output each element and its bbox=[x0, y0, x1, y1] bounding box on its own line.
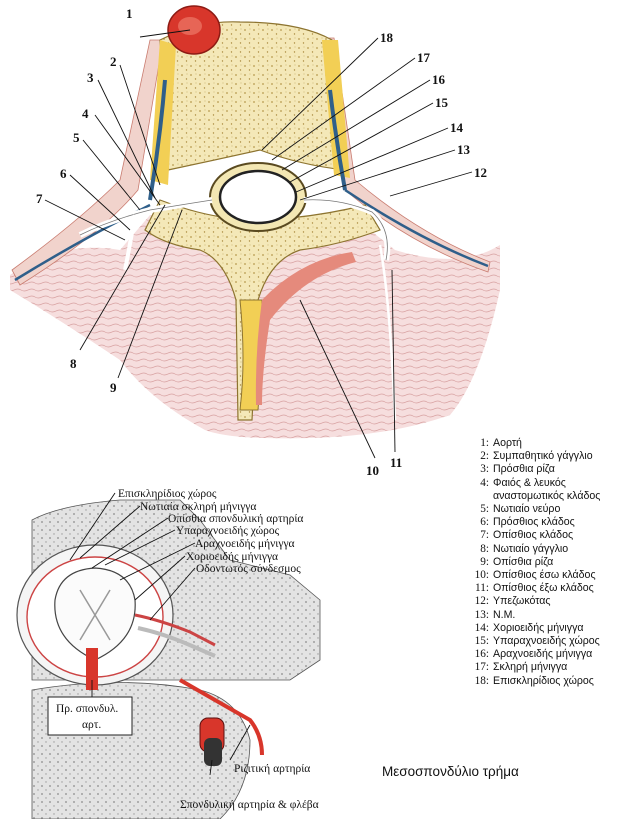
legend-item: 9:Οπίσθια ρίζα bbox=[480, 555, 554, 568]
bottom-nerve-root bbox=[134, 613, 216, 647]
label-posterior-spinal-artery: Οπίσθια σπονδυλική αρτηρία bbox=[168, 513, 303, 525]
bottom-cross-section: Επισκληρίδιος χώρος Νωτιαία σκληρή μήνιγ… bbox=[16, 488, 321, 819]
anterior-spinal-artery-box bbox=[47, 696, 133, 736]
label-15: 15 bbox=[435, 95, 449, 110]
label-17: 17 bbox=[417, 50, 431, 65]
label-epidural-space: Επισκληρίδιος χώρος bbox=[118, 488, 217, 500]
top-leader-lines bbox=[44, 29, 473, 459]
legend-item: 11:Οπίσθιος έξω κλάδος bbox=[474, 582, 594, 595]
legend-item: αναστομωτικός κλάδος bbox=[493, 489, 601, 502]
label-6: 6 bbox=[60, 166, 67, 181]
nerve-branch-left bbox=[123, 214, 137, 271]
label-3: 3 bbox=[87, 70, 94, 85]
legend-item: 6:Πρόσθιος κλάδος bbox=[480, 516, 575, 529]
label-vertebral-artery-vein: Σπονδυλική αρτηρία & φλέβα bbox=[180, 799, 319, 811]
aorta-lumen bbox=[178, 17, 202, 35]
label-18: 18 bbox=[380, 30, 394, 45]
legend-item: 5:Νωτιαίο νεύρο bbox=[480, 503, 561, 516]
spinal-nerve-left-outline bbox=[79, 199, 213, 236]
legend-item: 16:Αραχνοειδής μήνιγγα bbox=[474, 648, 593, 661]
legend-item: 17:Σκληρή μήνιγγα bbox=[474, 661, 568, 674]
label-13: 13 bbox=[457, 142, 471, 157]
legend-item: 14:Χοριοειδής μήνιγγα bbox=[474, 621, 584, 634]
label-4: 4 bbox=[82, 106, 89, 121]
label-subarachnoid-space: Υπαραχνοειδής χώρος bbox=[176, 525, 280, 537]
label-anterior-spinal-artery-line1: Πρ. σπονδυλ. bbox=[56, 703, 118, 715]
vein-right bbox=[328, 89, 347, 191]
vein-lateral-right bbox=[344, 188, 489, 268]
label-14: 14 bbox=[450, 120, 464, 135]
label-16: 16 bbox=[432, 72, 446, 87]
vertebral-vein bbox=[204, 738, 222, 766]
bottom-leader-lines bbox=[69, 492, 251, 776]
label-10: 10 bbox=[366, 463, 379, 478]
label-7: 7 bbox=[36, 191, 43, 206]
pleura-left bbox=[11, 39, 164, 286]
label-12: 12 bbox=[474, 165, 487, 180]
spinal-nerve-right-outline bbox=[303, 199, 388, 261]
legend: 1:Αορτή 2:Συμπαθητικό γάγγλιο 3:Πρόσθια … bbox=[467, 437, 624, 688]
label-9: 9 bbox=[110, 380, 117, 395]
legend-item: 7:Οπίσθιος κλάδος bbox=[480, 529, 574, 542]
label-arachnoid: Αραχνοειδής μήνιγγα bbox=[195, 538, 295, 550]
muscle-band bbox=[255, 252, 356, 405]
legend-item: 15:Υπαραχνοειδής χώρος bbox=[474, 635, 600, 648]
anterior-spinal-artery-mark bbox=[86, 648, 98, 690]
vein-left bbox=[148, 79, 167, 201]
label-radicular-artery: Ριζιτική αρτηρία bbox=[234, 763, 310, 775]
legend-item: 10:Οπίσθιος έσω κλάδος bbox=[474, 569, 596, 582]
label-spinal-dura: Νωτιαία σκληρή μήνιγγα bbox=[140, 501, 256, 513]
legend-item: 8:Νωτιαίο γάγγλιο bbox=[480, 542, 569, 555]
top-cross-section: 1 2 3 4 5 6 7 8 9 10 11 12 13 14 15 16 1… bbox=[10, 5, 500, 478]
bottom-nerve-root-2 bbox=[137, 626, 216, 658]
bottom-grey-matter bbox=[79, 589, 111, 641]
label-1: 1 bbox=[126, 6, 133, 21]
label-5: 5 bbox=[73, 130, 80, 145]
radicular-artery-vessel bbox=[179, 678, 264, 756]
label-8: 8 bbox=[70, 356, 77, 371]
fat-right bbox=[322, 40, 350, 178]
legend-item: 18:Επισκληρίδιος χώρος bbox=[474, 674, 594, 687]
label-2: 2 bbox=[110, 54, 117, 69]
caption: Μεσοσπονδύλιο τρήμα bbox=[382, 764, 519, 779]
label-11: 11 bbox=[390, 455, 402, 470]
legend-item: 3:Πρόσθια ρίζα bbox=[480, 463, 555, 476]
legend-item: 2:Συμπαθητικό γάγγλιο bbox=[480, 450, 593, 463]
pleura-right bbox=[321, 37, 491, 273]
spinal-cord bbox=[218, 169, 298, 225]
label-denticulate-ligament: Οδοντωτός σύνδεσμος bbox=[196, 563, 301, 575]
legend-item: 1:Αορτή bbox=[480, 437, 522, 449]
legend-item: 13:Ν.Μ. bbox=[474, 608, 516, 621]
label-pia-mater: Χοριοειδής μήνιγγα bbox=[186, 551, 278, 563]
label-anterior-spinal-artery-line2: αρτ. bbox=[82, 719, 101, 731]
legend-item: 4:Φαιός & λευκός bbox=[480, 476, 566, 489]
legend-item: 12:Υπεζωκότας bbox=[474, 595, 551, 608]
